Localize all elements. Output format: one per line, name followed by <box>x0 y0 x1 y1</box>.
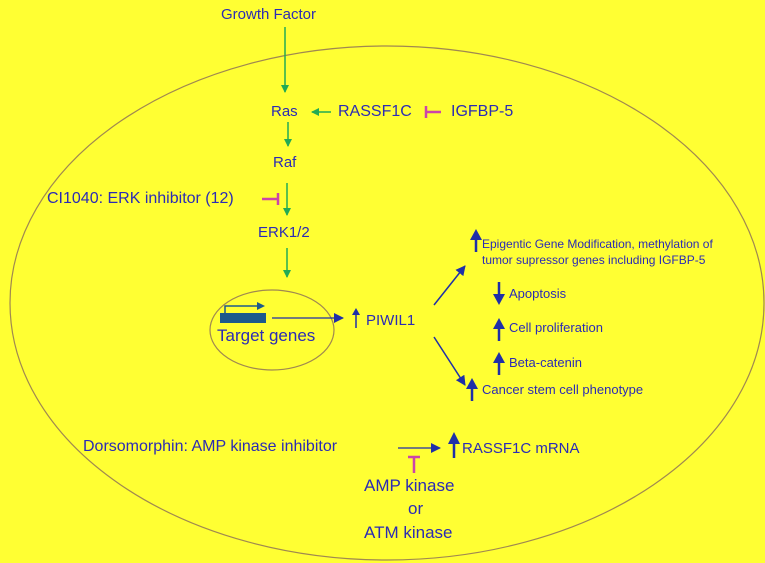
label-cell-proliferation: Cell proliferation <box>509 320 603 335</box>
up-arrow-cell-proliferation <box>493 318 505 341</box>
down-arrow-apoptosis <box>493 282 505 305</box>
label-erk: ERK1/2 <box>258 224 310 241</box>
label-piwil1: PIWIL1 <box>366 312 416 329</box>
cell-membrane <box>9 45 765 561</box>
label-rassf1c: RASSF1C <box>338 103 412 120</box>
label-beta-catenin: Beta-catenin <box>509 355 582 370</box>
label-rassf1c-mrna: RASSF1C mRNA <box>462 440 580 457</box>
label-atm-kinase: ATM kinase <box>364 523 453 542</box>
nucleus <box>209 289 335 371</box>
label-apoptosis: Apoptosis <box>509 286 567 301</box>
transcription-start-arrow <box>224 302 265 313</box>
label-ci1040: CI1040: ERK inhibitor (12) <box>47 190 234 207</box>
up-arrow-piwil1 <box>352 308 360 328</box>
label-ras: Ras <box>271 103 298 120</box>
inhibition-igfbp5-rassf1c <box>424 106 441 118</box>
label-dorsomorphin: Dorsomorphin: AMP kinase inhibitor <box>83 438 338 455</box>
label-igfbp5: IGFBP-5 <box>451 103 514 120</box>
up-arrow-rassf1c-mrna <box>448 432 460 458</box>
label-target-genes: Target genes <box>217 326 316 345</box>
label-or: or <box>408 499 424 518</box>
label-raf: Raf <box>273 154 297 171</box>
label-growth-factor: Growth Factor <box>221 6 317 23</box>
gene-bar <box>220 313 266 323</box>
arrow-piwil1-to-epigenetic <box>433 265 466 306</box>
label-cancer-stem: Cancer stem cell phenotype <box>482 382 644 397</box>
arrow-piwil1-to-cancer-stem <box>433 336 466 386</box>
inhibition-ci1040-erk <box>262 193 280 205</box>
inhibition-amp-kinase <box>408 455 420 473</box>
label-epigenetic-line2: tumor supressor genes including IGFBP-5 <box>482 253 706 267</box>
label-amp-kinase: AMP kinase <box>364 476 455 495</box>
up-arrow-beta-catenin <box>493 352 505 375</box>
up-arrow-cancer-stem <box>466 378 478 401</box>
label-epigenetic-line1: Epigentic Gene Modification, methylation… <box>482 237 713 251</box>
up-arrow-epigenetic <box>470 229 482 252</box>
